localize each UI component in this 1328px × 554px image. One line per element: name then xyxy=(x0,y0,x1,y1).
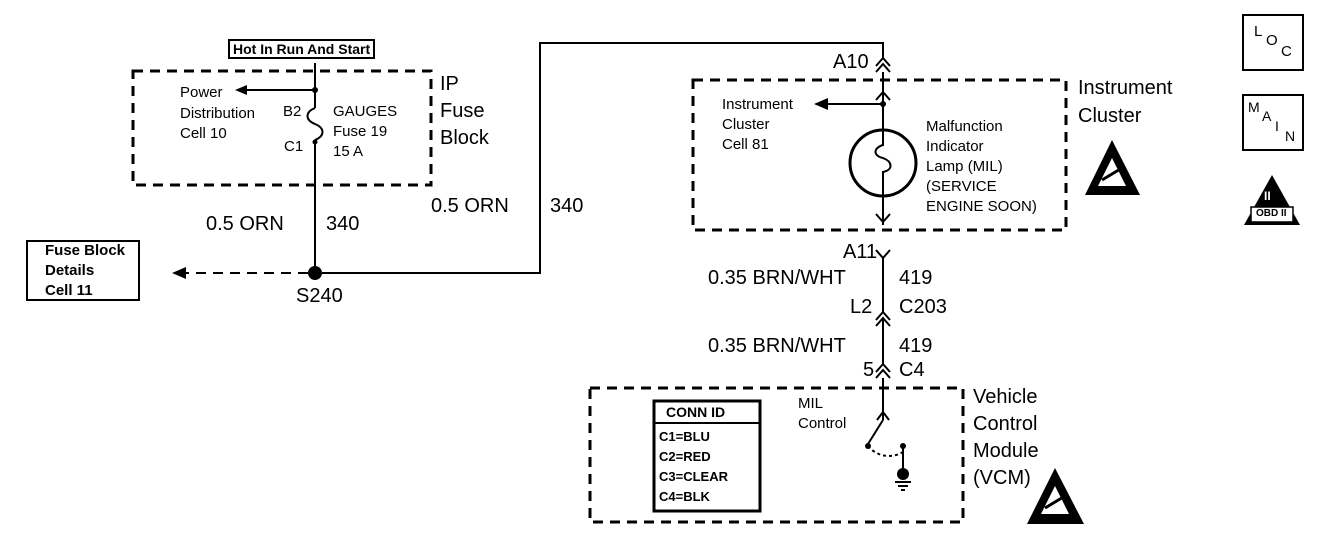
hot-in-run-start-label: Hot In Run And Start xyxy=(228,39,376,59)
fuse-details-box xyxy=(26,240,140,301)
conn-id-c3: C3=CLEAR xyxy=(659,469,728,484)
instrument-cluster-outline xyxy=(691,78,1068,232)
mil-control-switch xyxy=(867,419,884,445)
fuse-details-ref-1: Fuse Block xyxy=(45,242,126,259)
ip-fuse-block-outline xyxy=(131,69,433,187)
wire-340-top xyxy=(322,42,884,274)
pin-a11-label: A11 xyxy=(843,241,878,263)
cluster-ref-1: Instrument xyxy=(722,96,793,113)
mil-control-2: Control xyxy=(798,415,847,432)
wire2-circuit: 419 xyxy=(899,335,933,357)
wire-top-size: 0.5 ORN xyxy=(431,195,509,217)
cluster-ref-arrow xyxy=(814,98,828,110)
conn-id-c1: C1=BLU xyxy=(659,429,710,444)
splice-label: S240 xyxy=(296,285,343,307)
conn-id-c2: C2=RED xyxy=(659,449,711,464)
main-icon-box xyxy=(1242,94,1304,151)
fuse-block-name-1: IP xyxy=(440,73,459,95)
vcm-pin-5: 5 xyxy=(863,359,875,381)
mil-label-2: Indicator xyxy=(926,138,984,155)
wire1-circuit: 419 xyxy=(899,267,933,289)
vcm-name-2: Control xyxy=(973,413,1038,435)
power-dist-arrow xyxy=(235,85,247,95)
power-dist-ref-1: Power xyxy=(180,84,223,101)
main-letter-n: N xyxy=(1285,128,1296,144)
loc-letter-l: L xyxy=(1254,23,1263,40)
obd-ii-label: OBD II xyxy=(1256,208,1287,219)
cluster-name-1: Instrument xyxy=(1078,77,1173,99)
vcm-name-1: Vehicle xyxy=(973,386,1038,408)
fuse-name-2: Fuse 19 xyxy=(333,123,388,140)
fuse-symbol xyxy=(306,107,324,141)
conn-c203: C203 xyxy=(899,296,947,318)
conn-id-table xyxy=(652,399,762,513)
vcm-conn-c4: C4 xyxy=(899,359,925,381)
loc-letter-o: O xyxy=(1266,32,1278,49)
conn-pin-l2: L2 xyxy=(850,296,873,318)
loc-icon-box xyxy=(1242,14,1304,71)
cluster-name-2: Cluster xyxy=(1078,105,1142,127)
conn-id-c4: C4=BLK xyxy=(659,489,710,504)
pin-c1-label: C1 xyxy=(284,138,304,155)
mil-label-1: Malfunction xyxy=(926,118,1003,135)
wire-left-size: 0.5 ORN xyxy=(206,213,284,235)
fuse-name-1: GAUGES xyxy=(333,103,398,120)
vcm-name-4: (VCM) xyxy=(973,467,1031,489)
esd-icon-cluster xyxy=(1085,140,1140,195)
fuse-details-ref-2: Details xyxy=(45,262,95,279)
fuse-block-name-3: Block xyxy=(440,127,489,149)
cluster-ref-3: Cell 81 xyxy=(722,136,769,153)
pin-b2-label: B2 xyxy=(283,103,302,120)
main-letter-m: M xyxy=(1248,99,1260,115)
main-letter-i: I xyxy=(1275,118,1279,134)
mil-label-3: Lamp (MIL) xyxy=(926,158,1003,175)
fuse-details-ref-3: Cell 11 xyxy=(45,282,93,299)
mil-label-4: (SERVICE xyxy=(926,178,997,195)
main-letter-a: A xyxy=(1262,108,1272,124)
fuse-name-3: 15 A xyxy=(333,143,364,160)
esd-icon-vcm xyxy=(1027,468,1084,524)
vcm-outline xyxy=(588,386,965,524)
conn-id-title: CONN ID xyxy=(666,404,726,420)
cluster-ref-2: Cluster xyxy=(722,116,770,133)
mil-label-5: ENGINE SOON) xyxy=(926,198,1037,215)
loc-letter-c: C xyxy=(1281,43,1292,60)
vcm-name-3: Module xyxy=(973,440,1039,462)
mil-control-1: MIL xyxy=(798,395,824,412)
power-dist-ref-3: Cell 10 xyxy=(180,125,227,142)
wire-left-circuit: 340 xyxy=(326,213,360,235)
power-dist-ref-2: Distribution xyxy=(180,105,256,122)
fuse-block-name-2: Fuse xyxy=(440,100,485,122)
wire2-size: 0.35 BRN/WHT xyxy=(708,335,846,357)
splice-s240 xyxy=(308,266,322,280)
obd-ii-icon xyxy=(1244,175,1300,225)
wire1-size: 0.35 BRN/WHT xyxy=(708,267,846,289)
obd-roman-label: II xyxy=(1264,189,1271,203)
wire-top-circuit: 340 xyxy=(550,195,584,217)
pin-a10-label: A10 xyxy=(833,51,869,73)
